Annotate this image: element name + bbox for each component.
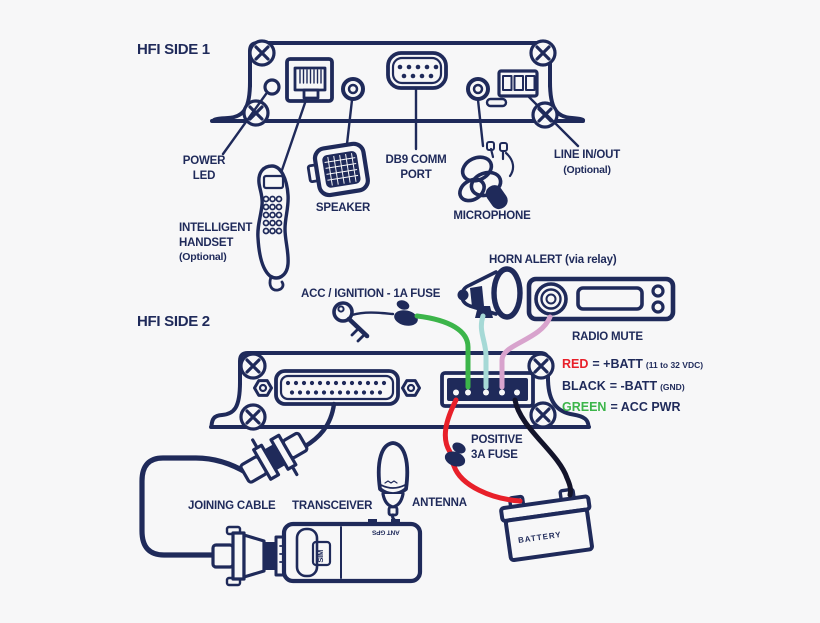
legend-word-black: BLACK — [562, 379, 606, 393]
rj45-port — [285, 57, 334, 103]
db9-comm-port — [386, 51, 448, 90]
horn-alert-wire — [478, 313, 489, 390]
radio-button — [651, 300, 665, 314]
legend-word-red: RED — [562, 357, 589, 371]
transceiver-icon — [281, 519, 423, 584]
screw-icon — [531, 101, 559, 129]
speaker-label: SPEAKER — [315, 202, 371, 214]
screw-icon — [239, 403, 267, 431]
legend-row-black: BLACK= -BATT(GND) — [562, 379, 685, 393]
speaker-leader — [345, 98, 354, 146]
microphone-jack — [466, 77, 490, 101]
ant-gps-text: ANT GPS — [372, 528, 400, 536]
screw-icon — [248, 39, 276, 67]
legend-word-green: GREEN — [562, 400, 607, 414]
horn-alert-label: HORN ALERT (via relay) — [489, 254, 617, 266]
acc-ignition-label: ACC / IGNITION - 1A FUSE — [301, 288, 441, 300]
joining-connector-upper — [239, 431, 309, 484]
jack-nut-icon — [401, 379, 421, 397]
leader-lines — [221, 87, 580, 172]
joining-cable-loop — [139, 455, 250, 558]
antenna-label: ANTENNA — [412, 497, 467, 509]
line-io-terminal — [485, 69, 539, 108]
legend-row-green: GREEN= ACC PWR — [562, 400, 681, 414]
acc-power-wire — [414, 313, 471, 390]
hfi-side1-panel — [210, 39, 585, 129]
radio-icon — [526, 276, 676, 322]
speaker-jack — [341, 77, 365, 101]
vent-slot — [485, 97, 508, 108]
db9-label: DB9 COMM PORT — [385, 154, 447, 181]
microphone-label: MICROPHONE — [453, 210, 531, 222]
line-io-label: LINE IN/OUT (Optional) — [553, 149, 621, 176]
fuse-lead — [350, 311, 395, 317]
radio-mute-label: RADIO MUTE — [572, 331, 643, 343]
db25-cable — [301, 401, 337, 450]
negative-battery-wire — [512, 397, 574, 498]
handset-leader — [280, 98, 308, 172]
sim-text: SIM — [315, 549, 325, 563]
speaker-icon — [306, 141, 370, 198]
power-led-indicator — [263, 78, 281, 96]
sim-slot — [311, 540, 332, 567]
power-led-leader — [221, 92, 268, 156]
radio-display — [576, 286, 644, 311]
db25-port — [253, 369, 421, 406]
fuse-3a-icon — [444, 442, 466, 467]
battery-icon — [499, 487, 594, 563]
transceiver-label: TRANSCEIVER — [292, 500, 373, 512]
joining-cable-label: JOINING CABLE — [188, 500, 276, 512]
handset-label: INTELLIGENT HANDSET (Optional) — [179, 222, 253, 263]
screw-icon — [239, 352, 267, 380]
horn-icon — [457, 266, 523, 320]
key-icon — [332, 301, 370, 343]
side2-title: HFI SIDE 2 — [137, 313, 210, 330]
gps-port — [368, 519, 377, 525]
microphone-leader — [476, 98, 485, 148]
side1-title: HFI SIDE 1 — [137, 41, 210, 58]
microphone-icon — [458, 141, 515, 210]
power-led-label: POWER LED — [182, 155, 226, 182]
joining-connector-lower — [211, 525, 294, 587]
radio-mute-wire — [499, 314, 553, 390]
antenna-icon — [376, 441, 410, 526]
antenna-cable — [390, 513, 397, 526]
terminal-contacts — [453, 389, 520, 396]
line-io-leader — [527, 95, 580, 148]
positive-fuse-label: POSITIVE 3A FUSE — [471, 434, 523, 461]
radio-button — [651, 284, 665, 298]
legend-row-red: RED= +BATT(11 to 32 VDC) — [562, 357, 704, 371]
screw-icon — [529, 39, 557, 67]
jack-nut-icon — [253, 379, 273, 397]
inline-fuse-1a-icon — [394, 300, 418, 326]
screw-icon — [529, 401, 557, 429]
handset-icon — [256, 164, 290, 292]
